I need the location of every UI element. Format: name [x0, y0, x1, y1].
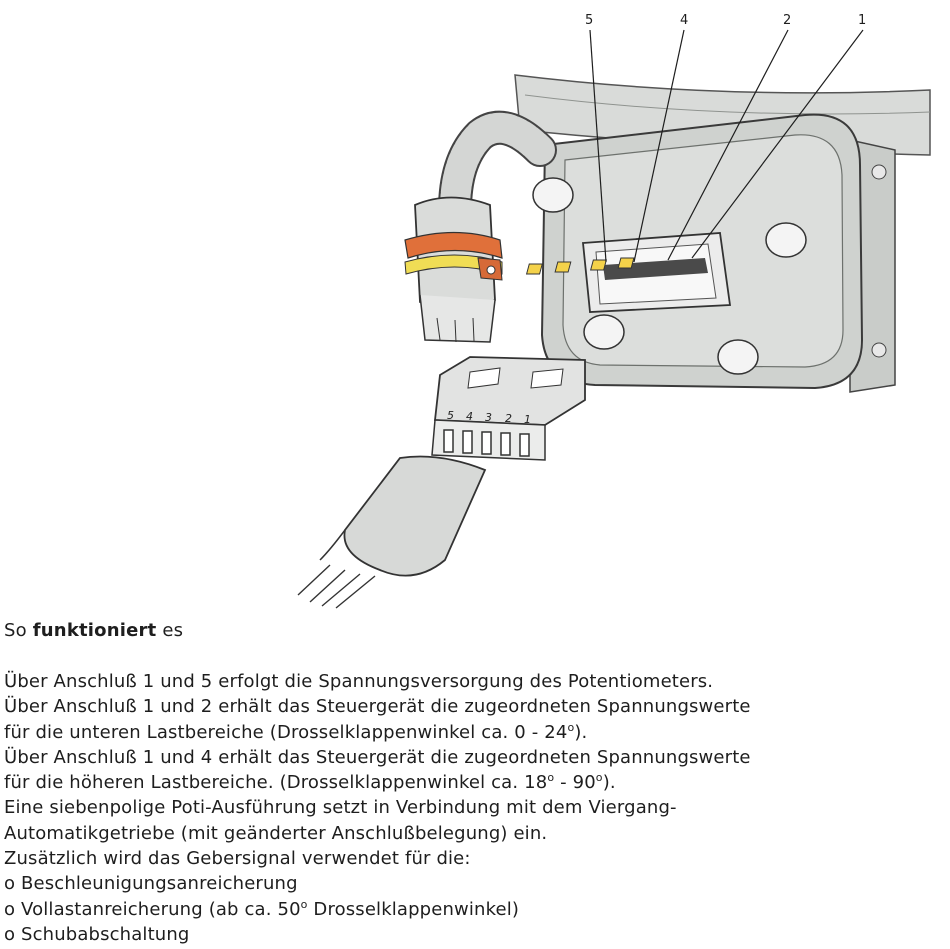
text-line: für die höheren Lastbereiche. (Drosselkl… [4, 771, 616, 794]
callout-label: 4 [680, 13, 688, 28]
plug-pin-label: 1 [524, 413, 531, 426]
callout-numbers: 5 4 2 1 [585, 13, 866, 28]
plug-pin-label: 5 [447, 409, 454, 422]
callout-label: 2 [783, 13, 791, 28]
list-item: o Beschleunigungsanreicherung [4, 873, 298, 895]
plug-pin-label: 2 [505, 412, 512, 425]
plug-pin-label: 4 [466, 410, 473, 423]
callout-label: 5 [585, 13, 593, 28]
cable-connector-plug [404, 196, 503, 343]
cable-wires [297, 564, 376, 609]
list-item: o Schubabschaltung [4, 923, 190, 945]
text-line: Über Anschluß 1 und 2 erhält das Steuerg… [4, 696, 751, 718]
text-line: Über Anschluß 1 und 5 erfolgt die Spannu… [4, 671, 714, 692]
text-line: Automatikgetriebe (mit geänderter Anschl… [4, 822, 548, 844]
heading-prefix: So [4, 620, 33, 641]
plug-pin-label: 3 [485, 411, 492, 424]
callout-label: 1 [858, 13, 866, 28]
body-text: Über Anschluß 1 und 5 erfolgt die Spannu… [4, 669, 934, 947]
detached-plug: 5 4 3 2 1 [297, 356, 586, 609]
socket-pin-contacts [525, 257, 635, 275]
list-item: o Vollastanreicherung (ab ca. 50o Drosse… [4, 897, 520, 920]
text-line: Zusätzlich wird das Gebersignal verwende… [4, 848, 471, 870]
text-line: Eine siebenpolige Poti-Ausführung setzt … [4, 797, 677, 819]
mounting-bolt-icon [532, 177, 807, 375]
text-line: Über Anschluß 1 und 4 erhält das Steuerg… [4, 746, 751, 768]
housing-socket [525, 232, 732, 313]
heading-suffix: es [156, 620, 184, 641]
callout-leaders [589, 29, 864, 263]
plug-pin-labels: 5 4 3 2 1 [447, 409, 531, 426]
throttle-potentiometer-illustration: 5 4 3 2 1 5 4 2 1 [297, 13, 931, 609]
section-heading: So funktioniert es [4, 620, 183, 641]
text-line: für die unteren Lastbereiche (Drosselkla… [4, 720, 588, 743]
heading-bold: funktioniert [32, 620, 157, 641]
